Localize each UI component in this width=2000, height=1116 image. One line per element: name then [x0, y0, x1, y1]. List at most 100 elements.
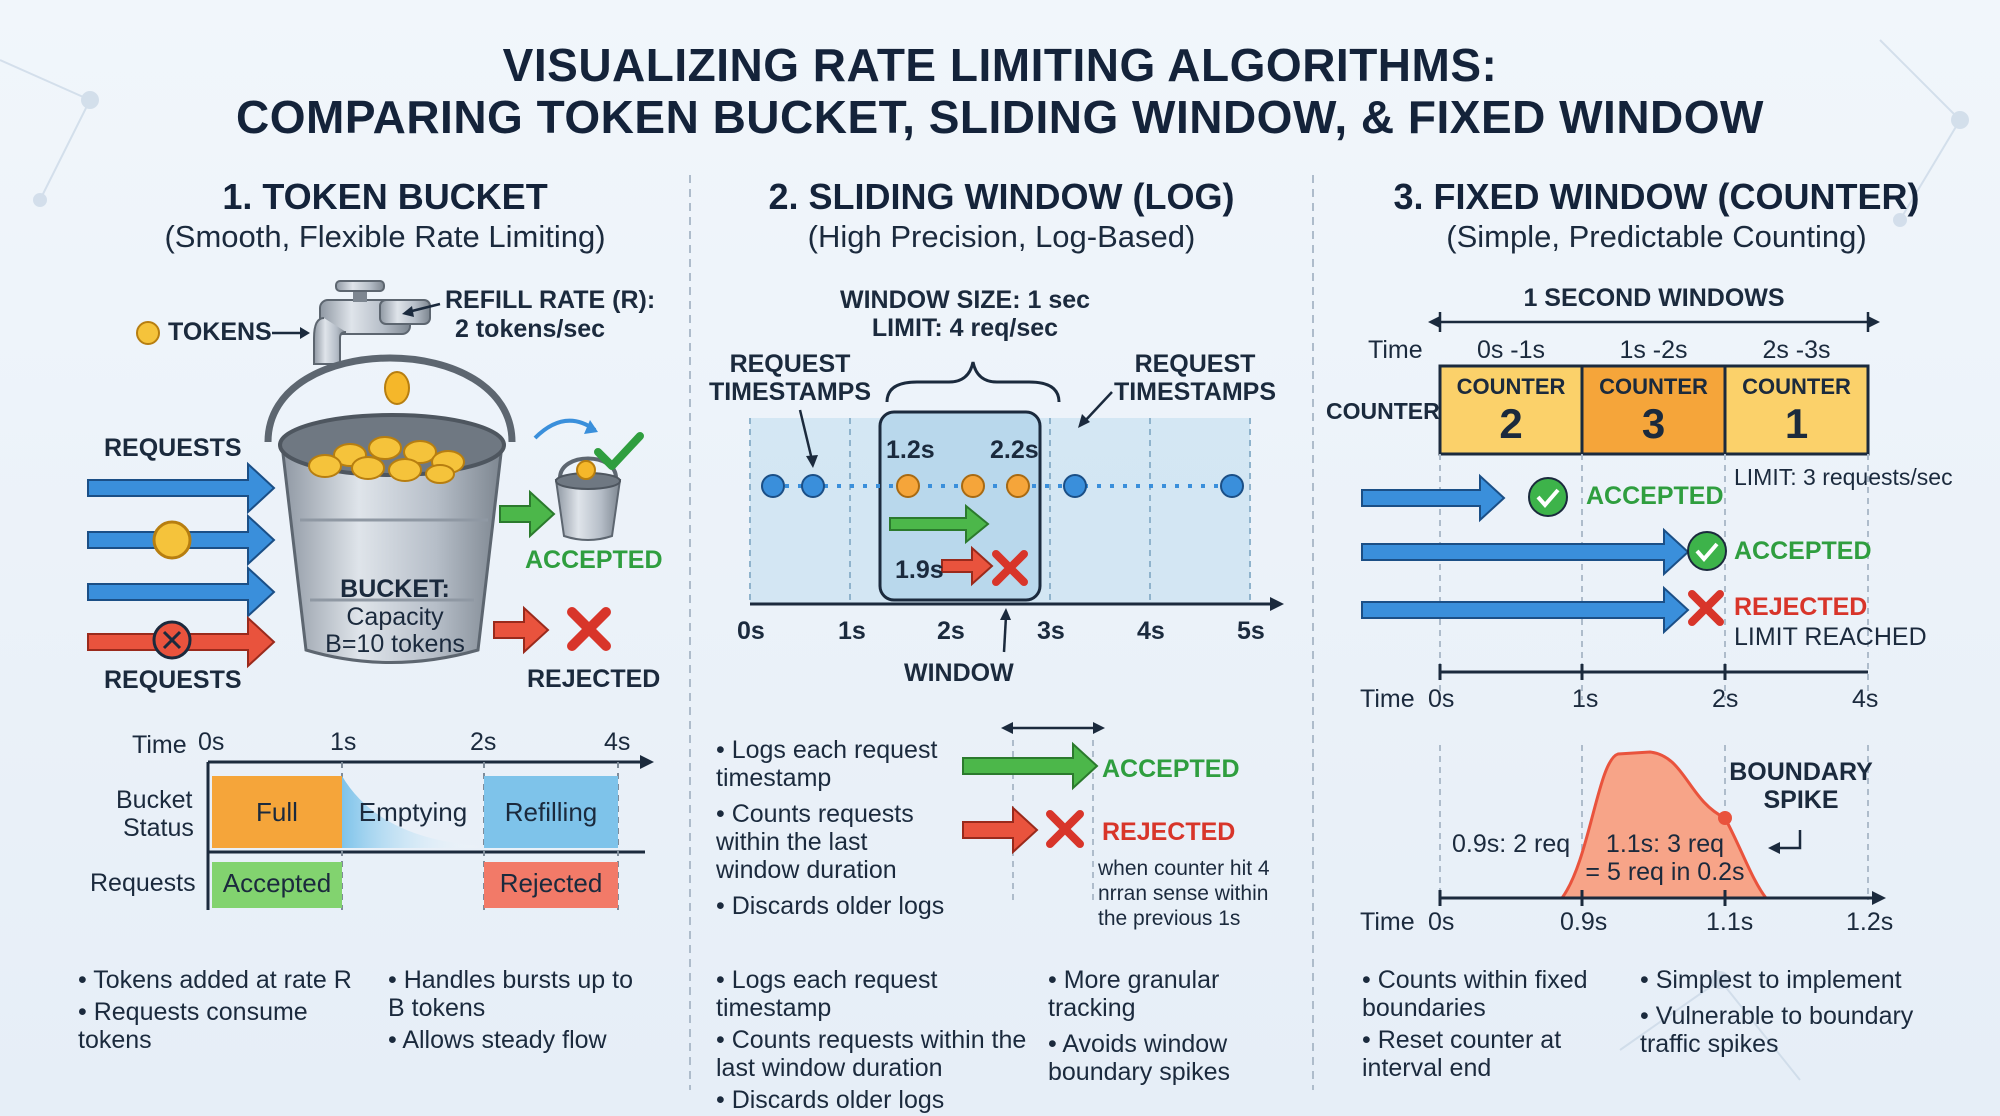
- requests-label-top: REQUESTS: [104, 434, 242, 462]
- requests-rejected: Rejected: [499, 868, 603, 898]
- bullet-item: • Tokens added at rate R: [78, 966, 352, 994]
- timeline-tick: 4s: [1137, 617, 1165, 645]
- axis-tick: 0.9s: [1560, 908, 1608, 936]
- axis-tick: 2s: [1712, 685, 1739, 713]
- spike-mid-label-2: = 5 req in 0.2s: [1585, 858, 1745, 886]
- bullet-item: • Logs each request timestamp: [716, 736, 938, 792]
- axis-time-label: Time: [1360, 908, 1415, 936]
- rejected-token-icon: [162, 630, 182, 650]
- counter-value: 1: [1784, 400, 1809, 447]
- timeline-tick: 2s: [470, 728, 497, 756]
- request-timestamps-left: REQUEST: [729, 350, 851, 378]
- timeline-tick: 0s: [198, 728, 225, 756]
- fixed-window-counters: [1361, 312, 1880, 700]
- request-timestamps-right-2: TIMESTAMPS: [1113, 378, 1277, 406]
- timeline-tick: 5s: [1237, 617, 1265, 645]
- requests-accepted: Accepted: [222, 868, 332, 898]
- tokens-label: TOKENS: [168, 318, 272, 346]
- axis-tick: 4s: [1852, 685, 1879, 713]
- status-full: Full: [256, 797, 298, 827]
- faucet-icon: [313, 280, 431, 365]
- fixed-window-heading: 3. FIXED WINDOW (COUNTER): [1393, 176, 1920, 217]
- rejected-label: REJECTED: [527, 665, 661, 693]
- sliding-legend: [962, 722, 1105, 900]
- boundary-spike-label: BOUNDARY: [1729, 758, 1873, 786]
- time-label: Time: [1368, 336, 1423, 364]
- refill-rate-value: 2 tokens/sec: [455, 315, 606, 343]
- bullet-item: • Vulnerable to boundary traffic spikes: [1640, 1002, 1914, 1058]
- status-emptying: Emptying: [358, 797, 468, 827]
- reject-x-icon: [567, 607, 611, 651]
- rejected-arrow: [493, 605, 550, 655]
- axis-tick: 1.2s: [1846, 908, 1894, 936]
- refill-rate-label: REFILL RATE (R):: [445, 286, 656, 314]
- counter-label: COUNTER: [1326, 398, 1440, 424]
- timeline-tick: 2s: [937, 617, 965, 645]
- bullet-item: • Avoids window boundary spikes: [1048, 1030, 1231, 1086]
- rejected-label: REJECTED: [1102, 818, 1236, 846]
- axis-tick: 1.1s: [1706, 908, 1754, 936]
- sliding-window-heading: 2. SLIDING WINDOW (LOG): [768, 176, 1235, 217]
- bullet-list: • More granular tracking • Avoids window…: [1048, 966, 1308, 1086]
- axis-tick: 0s: [1428, 908, 1455, 936]
- bucket-timeline: [206, 755, 654, 910]
- bullet-item: • Counts within fixed boundaries: [1362, 966, 1588, 1022]
- accepted-label: ACCEPTED: [1102, 755, 1240, 783]
- accepted-arrow: [499, 489, 556, 539]
- window-label: WINDOW: [904, 659, 1014, 687]
- page-title: VISUALIZING RATE LIMITING ALGORITHMS:: [502, 39, 1498, 91]
- timestamp-label: 1.9s: [895, 556, 944, 584]
- accepted-label: ACCEPTED: [1586, 482, 1724, 510]
- fixed-window-subheading: (Simple, Predictable Counting): [1446, 219, 1867, 254]
- bullet-list: • Counts within fixed boundaries • Reset…: [1362, 966, 1612, 1082]
- bullet-list: • Tokens added at rate R • Requests cons…: [78, 966, 358, 1054]
- background-network: [0, 39, 1969, 1081]
- boundary-spike-label-2: SPIKE: [1763, 786, 1839, 814]
- accepted-label: ACCEPTED: [525, 546, 663, 574]
- axis-time-label: Time: [1360, 685, 1415, 713]
- timestamp-label: 2.2s: [990, 436, 1039, 464]
- windows-label: 1 SECOND WINDOWS: [1523, 284, 1785, 312]
- window-range: 0s -1s: [1476, 336, 1546, 364]
- bucket-status-label: Bucket: [116, 786, 193, 814]
- window-size-label: WINDOW SIZE: 1 sec: [840, 286, 1091, 314]
- bullet-list: • Logs each request timestamp • Counts r…: [716, 736, 956, 920]
- bullet-item: • Handles bursts up to B tokens: [388, 966, 633, 1022]
- request-timestamps-left-2: TIMESTAMPS: [708, 378, 872, 406]
- axis-tick: 1s: [1572, 685, 1599, 713]
- falling-token-icon: [384, 371, 410, 405]
- window-range: 2s -3s: [1762, 336, 1831, 364]
- bullet-list: • Logs each request timestamp • Counts r…: [716, 966, 1046, 1114]
- bullet-list: • Simplest to implement • Vulnerable to …: [1640, 966, 1920, 1058]
- sliding-timeline: [749, 361, 1284, 653]
- bullet-item: • Allows steady flow: [388, 1026, 607, 1054]
- limit-reached-label: LIMIT REACHED: [1734, 623, 1927, 651]
- token-coin-icon: [152, 520, 192, 560]
- bucket-capacity-value: B=10 tokens: [325, 630, 465, 658]
- timeline-tick: 4s: [604, 728, 631, 756]
- timeline-tick: 1s: [838, 617, 866, 645]
- window-limit-label: LIMIT: 4 req/sec: [871, 314, 1059, 342]
- bullet-item: • Discards older logs: [716, 892, 945, 920]
- timeline-requests-label: Requests: [90, 869, 196, 897]
- pointer-arrow: [407, 302, 441, 314]
- axis-tick: 0s: [1428, 685, 1455, 713]
- timeline-tick: 1s: [330, 728, 357, 756]
- boundary-spike-chart: [1438, 745, 1886, 906]
- timeline-tick: 3s: [1037, 617, 1065, 645]
- request-timestamps-right: REQUEST: [1134, 350, 1256, 378]
- bullet-item: • Discards older logs: [716, 1086, 945, 1114]
- bullet-item: • Simplest to implement: [1640, 966, 1902, 994]
- counter-caption: COUNTER: [1742, 374, 1851, 399]
- bucket-label: BUCKET:: [340, 575, 450, 603]
- small-bucket-icon: [533, 418, 644, 541]
- bullet-item: • Counts requests within the last window…: [716, 800, 914, 884]
- bullet-item: • More granular tracking: [1048, 966, 1220, 1022]
- timeline-tick: 0s: [737, 617, 765, 645]
- pointer-arrow: [300, 327, 310, 339]
- rejected-label: REJECTED: [1734, 593, 1868, 621]
- bullet-item: • Requests consume tokens: [78, 998, 308, 1054]
- status-refilling: Refilling: [504, 797, 598, 827]
